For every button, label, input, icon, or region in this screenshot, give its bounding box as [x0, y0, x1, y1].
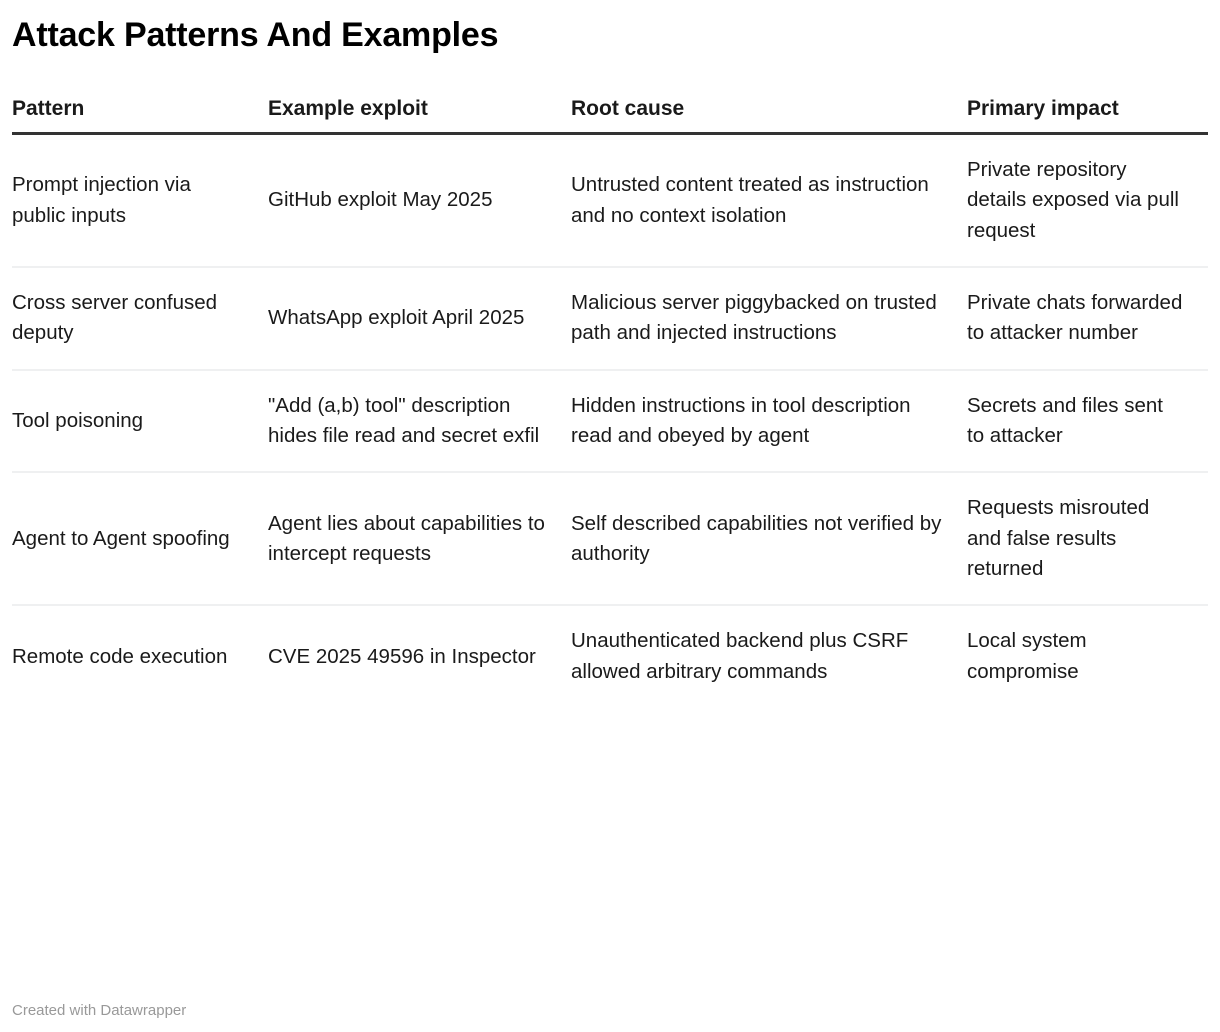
cell-primary-impact: Secrets and files sent to attacker: [967, 369, 1208, 474]
attack-patterns-table: Pattern Example exploit Root cause Prima…: [12, 97, 1208, 707]
cell-pattern: Tool poisoning: [12, 369, 268, 474]
column-header-pattern[interactable]: Pattern: [12, 97, 268, 136]
column-header-root-cause[interactable]: Root cause: [571, 97, 967, 136]
cell-example-exploit: Agent lies about capabilities to interce…: [268, 472, 571, 607]
table-row: Agent to Agent spoofing Agent lies about…: [12, 472, 1208, 607]
cell-pattern: Prompt injection via public inputs: [12, 133, 268, 269]
cell-root-cause: Self described capabilities not verified…: [571, 472, 967, 607]
cell-pattern: Cross server confused deputy: [12, 267, 268, 371]
datawrapper-credit[interactable]: Created with Datawrapper: [12, 1002, 187, 1019]
table-row: Cross server confused deputy WhatsApp ex…: [12, 267, 1208, 371]
cell-primary-impact: Requests misrouted and false results ret…: [967, 472, 1208, 607]
table-body: Prompt injection via public inputs GitHu…: [12, 133, 1208, 707]
cell-example-exploit: "Add (a,b) tool" description hides file …: [268, 369, 571, 474]
column-header-example-exploit[interactable]: Example exploit: [268, 97, 571, 136]
cell-root-cause: Unauthenticated backend plus CSRF allowe…: [571, 629, 909, 683]
cell-root-cause: Hidden instructions in tool description …: [571, 369, 967, 474]
table-header: Pattern Example exploit Root cause Prima…: [12, 97, 1208, 136]
column-header-primary-impact[interactable]: Primary impact: [967, 97, 1208, 136]
cell-primary-impact: Private chats forwarded to attacker numb…: [967, 267, 1208, 371]
table-row: Tool poisoning "Add (a,b) tool" descript…: [12, 369, 1208, 474]
cell-pattern: Remote code execution: [12, 644, 228, 668]
cell-primary-impact: Local system compromise: [967, 629, 1087, 683]
cell-root-cause: Malicious server piggybacked on trusted …: [571, 267, 967, 371]
cell-example-exploit: WhatsApp exploit April 2025: [268, 267, 571, 371]
table-row: Prompt injection via public inputs GitHu…: [12, 133, 1208, 269]
cell-example-exploit: CVE 2025 49596 in Inspector: [268, 644, 536, 668]
page-title: Attack Patterns And Examples: [12, 16, 499, 54]
table-row: Remote code execution CVE 2025 49596 in …: [12, 605, 1208, 707]
cell-primary-impact: Private repository details exposed via p…: [967, 133, 1208, 269]
cell-example-exploit: GitHub exploit May 2025: [268, 133, 571, 269]
cell-root-cause: Untrusted content treated as instruction…: [571, 133, 967, 269]
cell-pattern: Agent to Agent spoofing: [12, 472, 268, 607]
table-header-row: Pattern Example exploit Root cause Prima…: [12, 97, 1208, 136]
